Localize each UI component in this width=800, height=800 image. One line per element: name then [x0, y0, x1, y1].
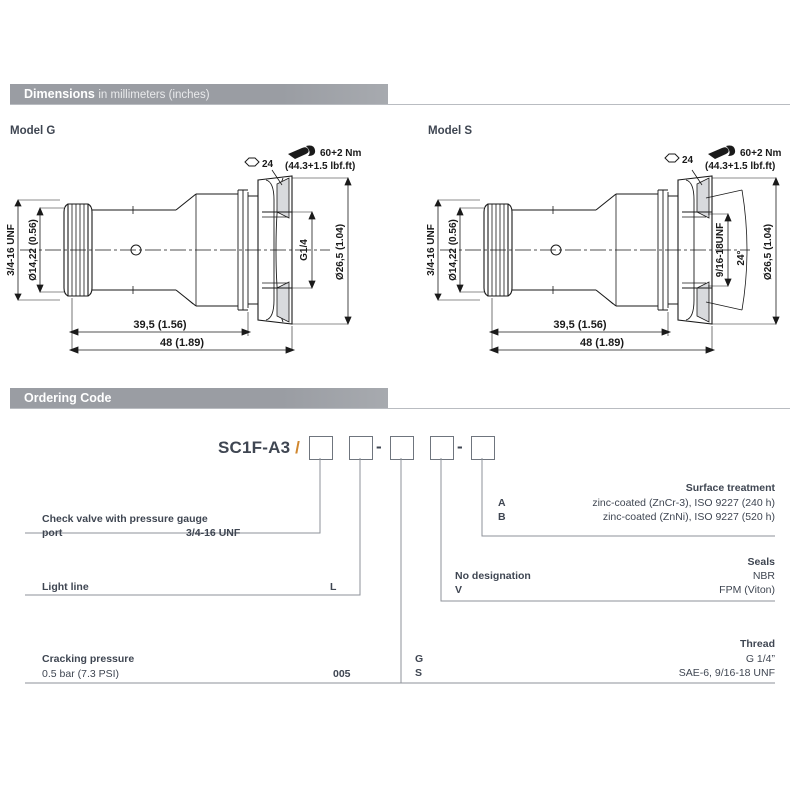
right-group-3-heading: Thread: [739, 638, 775, 650]
ordering-header-title: Ordering Code: [24, 388, 112, 408]
model-s-port-thread-text: 9/16-18UNF: [715, 223, 726, 277]
model-g-drawing: 3/4-16 UNF Ø14,22 (0.56) G1/4 Ø26,5 (1.0…: [0, 140, 400, 365]
right-group-3-row-1-code: S: [415, 667, 423, 679]
model-s-len-total-text: 48 (1.89): [580, 337, 624, 349]
model-g-torque-text: 60+2 Nm: [320, 148, 362, 159]
left-group-2-code: L: [330, 581, 337, 593]
model-g-label: Model G: [10, 125, 56, 137]
dimensions-title-text: Dimensions: [24, 87, 95, 101]
right-group-2-row-0-desc: NBR: [752, 570, 775, 582]
model-s-torque-text: 60+2 Nm: [740, 148, 782, 159]
model-s-cone-angle-text: 24°: [736, 250, 747, 265]
dimensions-title-subtext: in millimeters (inches): [98, 89, 210, 101]
right-group-2-row-1-code: V: [455, 584, 463, 596]
model-g-wrench-icon: [288, 145, 316, 159]
ordering-box-3[interactable]: [390, 436, 414, 460]
ordering-header-underline: [10, 408, 790, 409]
ordering-title-text: Ordering Code: [24, 391, 112, 405]
dimensions-header-bar: [10, 84, 388, 104]
model-s-label: Model S: [428, 125, 473, 137]
ordering-box-4[interactable]: [430, 436, 454, 460]
model-s-thread-left-text: 3/4-16 UNF: [426, 224, 437, 276]
model-g-bore-text: Ø14,22 (0.56): [28, 219, 39, 281]
model-s-bore-text: Ø14,22 (0.56): [448, 219, 459, 281]
right-group-2-row-1-desc: FPM (Viton): [719, 584, 775, 596]
ordering-box-1[interactable]: [309, 436, 333, 460]
model-s-drawing: 3/4-16 UNF Ø14,22 (0.56) 9/16-18UNF 24° …: [420, 140, 800, 365]
left-group-3-title: Cracking pressure: [42, 653, 135, 665]
model-g-len-total-text: 48 (1.89): [160, 337, 204, 349]
right-group-1-heading: Surface treatment: [685, 482, 775, 494]
right-group-3-row-0-code: G: [415, 653, 424, 665]
model-s-wrench-icon: [708, 145, 736, 159]
model-s-torque-imperial-text: (44.3+1.5 lbf.ft): [705, 161, 775, 172]
right-group-1-row-1-code: B: [498, 511, 506, 523]
model-s-outer-dia-text: Ø26,5 (1.04): [763, 224, 774, 280]
dimensions-header-underline: [10, 104, 790, 105]
left-group-2-title: Light line: [42, 581, 89, 593]
left-group-1-code: 3/4-16 UNF: [186, 527, 241, 539]
left-group-1-title2: port: [42, 527, 63, 539]
left-group-3-title2: 0.5 bar (7.3 PSI): [42, 668, 120, 680]
dimensions-header-title: Dimensions in millimeters (inches): [24, 84, 210, 104]
right-group-1-row-0-desc: zinc-coated (ZnCr-3), ISO 9227 (240 h): [592, 497, 775, 509]
right-group-2-heading: Seals: [747, 556, 775, 568]
left-group-3-code: 005: [333, 668, 351, 680]
ordering-box-2[interactable]: [349, 436, 373, 460]
model-g-hex-text: 24: [262, 159, 274, 170]
right-group-3-row-1-desc: SAE-6, 9/16-18 UNF: [678, 667, 775, 679]
model-g-thread-left-text: 3/4-16 UNF: [6, 224, 17, 276]
right-group-3-row-0-desc: G 1/4”: [745, 653, 775, 665]
right-group-1-row-1-desc: zinc-coated (ZnNi), ISO 9227 (520 h): [602, 511, 775, 523]
model-s-len-inner-text: 39,5 (1.56): [553, 319, 607, 331]
model-g-len-inner-text: 39,5 (1.56): [133, 319, 187, 331]
right-group-1-row-0-code: A: [498, 497, 506, 509]
ordering-header-bar: [10, 388, 388, 408]
ordering-box-5[interactable]: [471, 436, 495, 460]
ordering-code-prefix: SC1F-A3 /: [218, 438, 300, 458]
model-s-hex-text: 24: [682, 155, 694, 166]
model-g-outer-dia-text: Ø26,5 (1.04): [335, 224, 346, 280]
right-group-2-row-0-code: No designation: [455, 570, 531, 582]
model-g-port-thread-text: G1/4: [299, 239, 310, 261]
ordering-dash-1: -: [376, 437, 382, 456]
left-group-1-title: Check valve with pressure gauge: [42, 513, 208, 525]
model-g-torque-imperial-text: (44.3+1.5 lbf.ft): [285, 161, 355, 172]
ordering-dash-2: -: [457, 437, 463, 456]
ordering-code-prefix-text: SC1F-A3 /: [218, 438, 301, 457]
